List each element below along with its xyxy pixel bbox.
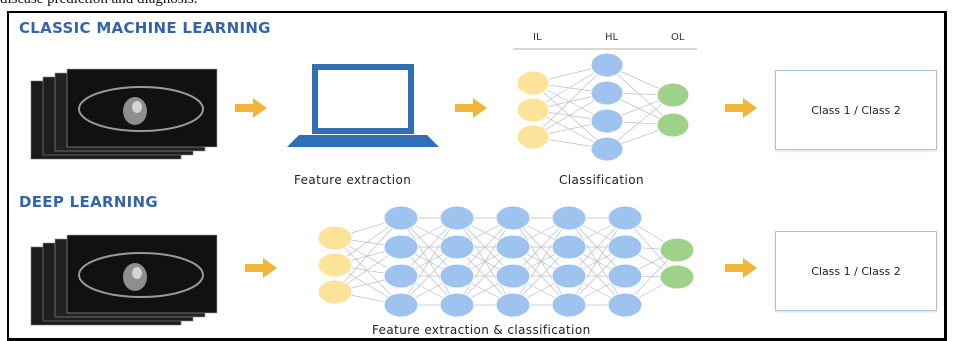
- hidden-node: [495, 234, 531, 260]
- arrow-icon: [455, 98, 487, 118]
- hidden-node: [551, 263, 587, 289]
- hidden-node: [495, 205, 531, 231]
- deep-learning-title: DEEP LEARNING: [19, 193, 159, 211]
- hidden-node: [607, 263, 643, 289]
- input-node: [516, 124, 550, 150]
- output-layer-label: OL: [671, 32, 685, 43]
- hidden-node: [495, 263, 531, 289]
- hidden-node: [551, 292, 587, 318]
- classic-output-box: Class 1 / Class 2: [775, 70, 937, 150]
- figure-frame: CLASSIC MACHINE LEARNING DEEP LEARNING I…: [7, 11, 947, 341]
- hidden-node: [383, 292, 419, 318]
- output-node: [659, 264, 695, 290]
- input-node: [516, 70, 550, 96]
- input-layer-label: IL: [533, 32, 542, 43]
- deep-caption-label: Feature extraction & classification: [372, 323, 591, 337]
- hidden-node: [590, 108, 624, 134]
- hidden-node: [590, 136, 624, 162]
- hidden-node: [383, 234, 419, 260]
- deep-output-box: Class 1 / Class 2: [775, 231, 937, 311]
- arrow-icon: [725, 98, 757, 118]
- hidden-node: [590, 52, 624, 78]
- network-connections: [334, 217, 678, 306]
- hidden-node: [607, 205, 643, 231]
- hidden-node: [439, 234, 475, 260]
- input-node: [317, 225, 353, 251]
- hidden-node: [439, 263, 475, 289]
- hidden-node: [495, 292, 531, 318]
- laptop-icon: [287, 64, 439, 147]
- hidden-layer-label: HL: [605, 32, 619, 43]
- arrow-icon: [235, 98, 267, 118]
- hidden-node: [607, 292, 643, 318]
- input-node: [317, 252, 353, 278]
- input-node: [516, 97, 550, 123]
- output-node: [656, 82, 690, 108]
- caption-fragment: disease prediction and diagnosis.: [0, 0, 197, 8]
- output-node: [656, 112, 690, 138]
- output-node: [659, 237, 695, 263]
- hidden-node: [383, 205, 419, 231]
- deep-neural-network: [317, 205, 695, 318]
- classic-neural-network: [516, 52, 690, 162]
- hidden-node: [383, 263, 419, 289]
- hidden-node: [551, 205, 587, 231]
- hidden-node: [551, 234, 587, 260]
- classic-ml-title: CLASSIC MACHINE LEARNING: [19, 19, 271, 37]
- arrow-icon: [245, 258, 277, 278]
- feature-extraction-label: Feature extraction: [294, 173, 412, 187]
- mri-stack-classic: [30, 68, 218, 160]
- network-connections: [532, 64, 674, 150]
- arrow-icon: [725, 258, 757, 278]
- hidden-node: [439, 292, 475, 318]
- hidden-node: [439, 205, 475, 231]
- diagram-canvas: [30, 48, 757, 326]
- classification-label: Classification: [559, 173, 645, 187]
- mri-stack-deep: [30, 234, 218, 326]
- hidden-node: [590, 80, 624, 106]
- input-node: [317, 279, 353, 305]
- hidden-node: [607, 234, 643, 260]
